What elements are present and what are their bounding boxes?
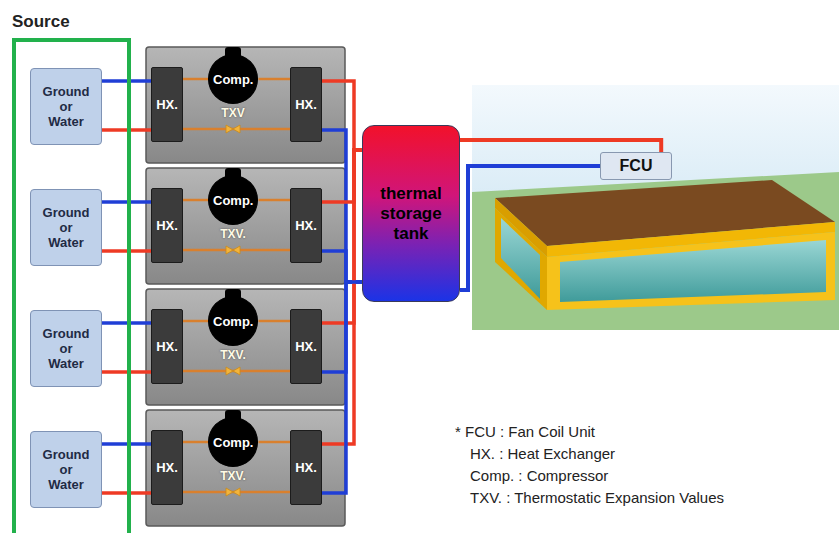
node-text: HX. [295,460,317,475]
heat-exchanger: HX. [290,67,322,142]
pipe-connector [183,199,208,202]
building-window [560,240,826,302]
node-text: HX. [295,339,317,354]
pipe-connector [258,78,290,81]
node-text: thermal storage tank [373,184,449,244]
heat-pump-housing [146,47,345,163]
pipe-connector [322,130,362,282]
heat-exchanger: HX. [151,430,183,505]
region-heading: Source [12,12,70,32]
heat-exchanger: HX. [151,67,183,142]
source-region: SourceGround or WaterGround or WaterGrou… [12,38,131,533]
node-text: Ground or Water [41,326,91,371]
expansion-valve-symbol [226,125,240,133]
node-text: HX. [156,339,178,354]
node-text: Comp. [213,435,253,450]
pipe-connector [102,321,151,325]
node-text: HX. [156,218,178,233]
pipe-connector [102,79,151,83]
expansion-valve-symbol [226,367,240,375]
node-text: HX. [156,460,178,475]
node-text: Ground or Water [41,84,91,129]
valve-label: TXV. [220,227,246,242]
legend-note: TXV. : Thermostatic Expansion Values [470,489,724,507]
expansion-valve-symbol [226,488,240,496]
pipe-connector [258,320,290,323]
expansion-valve-symbol [226,246,240,254]
node-text: FCU [620,157,653,175]
node-text: Ground or Water [41,205,91,250]
pipe-connector [460,140,661,152]
legend-note: Comp. : Compressor [470,467,608,485]
heat-exchanger: HX. [290,430,322,505]
pipe-connector [102,442,151,446]
source-box: Ground or Water [30,68,102,145]
legend-note: HX. : Heat Exchanger [470,445,615,463]
pipe-connector [322,150,362,202]
building-window [501,218,540,299]
pipe-connector [322,150,362,444]
ground [472,172,839,330]
node-text: HX. [295,218,317,233]
node-text: Comp. [213,314,253,329]
heat-pump-housing [146,410,345,526]
valve-label: TXV. [220,469,246,484]
pipe-connector [322,150,362,323]
node-text: HX. [156,97,178,112]
pipe-connector [102,128,151,132]
pipe-connector [322,251,362,282]
pipe-connector [102,370,151,374]
sky [472,85,839,330]
storage-tank: thermal storage tank [362,125,460,302]
pipe-connector [183,320,208,323]
node-text: Ground or Water [41,447,91,492]
node-text: Comp. [213,72,253,87]
pipe-connector [460,166,600,290]
building-side [495,208,547,310]
legend-note: * FCU : Fan Coil Unit [455,423,595,441]
valve-label: TXV [221,106,244,121]
heat-exchanger: HX. [151,309,183,384]
compressor: Comp. [208,417,258,467]
heat-pump-housing [146,289,345,405]
source-box: Ground or Water [30,431,102,508]
compressor: Comp. [208,54,258,104]
heat-pump-units [146,47,345,526]
heat-pump-housing [146,168,345,284]
heat-exchanger: HX. [290,188,322,263]
pipe-connector [322,81,362,150]
pipe-connector [322,282,362,372]
pipe-connector [102,200,151,204]
heat-exchanger: HX. [151,188,183,263]
fan-coil-unit: FCU [600,152,672,180]
pipe-connector [258,441,290,444]
compressor: Comp. [208,296,258,346]
scene-illustration [472,85,839,330]
source-box: Ground or Water [30,310,102,387]
compressor: Comp. [208,175,258,225]
building-front [547,232,835,310]
valve-label: TXV. [220,348,246,363]
node-text: HX. [295,97,317,112]
node-text: Comp. [213,193,253,208]
pipe-connector [258,199,290,202]
pipe-connector [183,78,208,81]
pipe-connector [102,491,151,495]
source-box: Ground or Water [30,189,102,266]
heat-exchanger: HX. [290,309,322,384]
pipe-connector [322,282,362,493]
pipe-connector [102,249,151,253]
pipe-connector [183,441,208,444]
